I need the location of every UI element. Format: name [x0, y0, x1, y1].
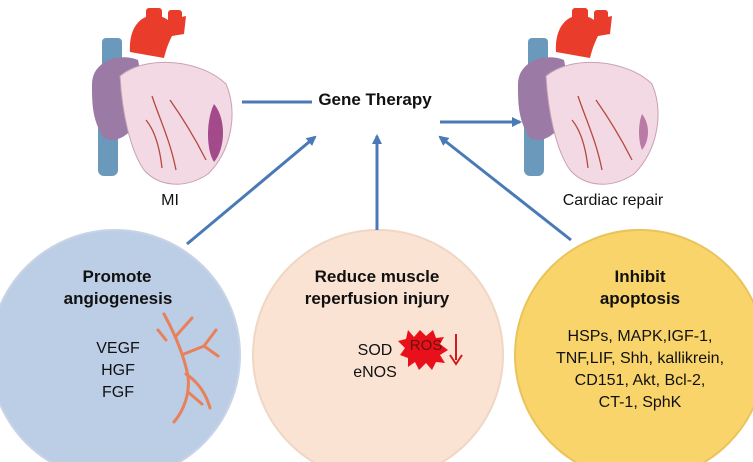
angiogenesis-heading-line2: angiogenesis [63, 289, 173, 308]
mi-label: MI [161, 192, 179, 209]
ros-badge-label: ROS [409, 337, 443, 354]
apoptosis-heading-line1: Inhibit [614, 267, 666, 286]
ros-burst-icon [398, 330, 448, 370]
apoptosis-item: HSPs, MAPK,IGF-1, [567, 328, 713, 345]
heart-mi-icon [92, 8, 233, 185]
heart-repaired-icon [518, 8, 659, 185]
angiogenesis-heading-line1: Promote [82, 267, 152, 286]
reperfusion-heading-line2: reperfusion injury [304, 289, 450, 308]
reperfusion-item: SOD [357, 342, 393, 359]
cardiac-repair-label: Cardiac repair [562, 192, 664, 209]
blood-vessel-icon [156, 312, 220, 424]
reperfusion-item: eNOS [353, 364, 397, 381]
arrow-angiogenesis-up [186, 135, 317, 246]
apoptosis-item: CD151, Akt, Bcl-2, [574, 372, 706, 389]
apoptosis-item: TNF,LIF, Shh, kallikrein, [555, 350, 725, 367]
reperfusion-heading-line1: Reduce muscle [314, 267, 440, 286]
apoptosis-heading-line2: apoptosis [599, 289, 681, 308]
decrease-arrow-icon [449, 334, 463, 366]
gene-therapy-title: Gene Therapy [318, 90, 432, 109]
apoptosis-item: CT-1, SphK [598, 394, 682, 411]
angiogenesis-item: VEGF [96, 340, 140, 357]
angiogenesis-circle [0, 229, 241, 462]
arrow-apoptosis-up [438, 135, 572, 242]
apoptosis-circle [514, 229, 753, 462]
angiogenesis-item: FGF [102, 384, 134, 401]
angiogenesis-item: HGF [101, 362, 135, 379]
